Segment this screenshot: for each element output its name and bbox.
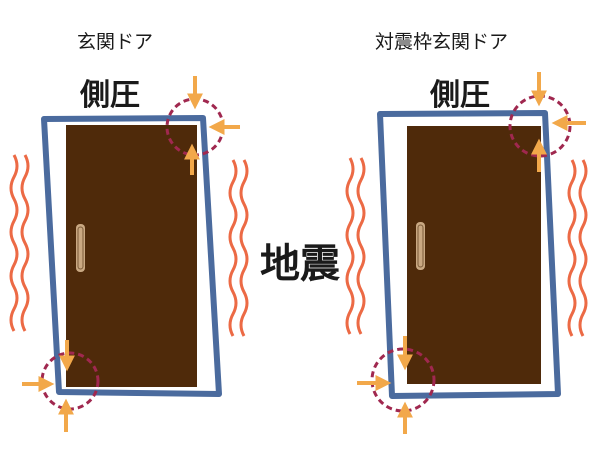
door-handle-icon: [76, 224, 85, 272]
door-handle-icon: [416, 222, 425, 270]
right-door-assembly: [377, 110, 561, 399]
wave-icon: [567, 159, 588, 337]
right-door-title: 対震枠玄関ドア: [375, 31, 509, 53]
wave-icon: [345, 157, 366, 335]
left-door-assembly: [41, 115, 222, 397]
left-pressure-label: 側圧: [80, 78, 140, 113]
left-door-title: 玄関ドア: [77, 31, 154, 53]
right-door-leaf: [407, 126, 541, 384]
right-pressure-label: 側圧: [430, 78, 490, 113]
wave-icon: [9, 154, 30, 332]
left-door-leaf: [66, 125, 197, 387]
wave-icon: [228, 159, 249, 337]
earthquake-label: 地震: [260, 240, 340, 287]
